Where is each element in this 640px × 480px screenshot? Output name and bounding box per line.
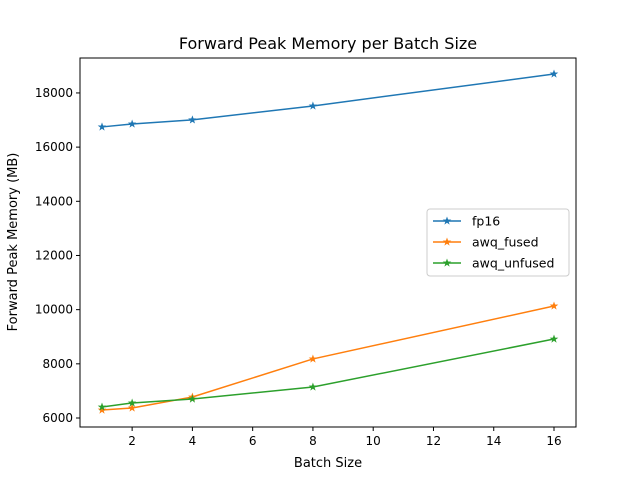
series-line-awq_unfused [101,338,555,408]
data-point-fp16 [549,69,559,78]
legend: fp16 awq_fused awq_unfused [426,208,570,277]
x-tick-label: 10 [366,434,381,448]
y-tick-label: 12000 [35,248,73,262]
data-point-awq_unfused [549,334,559,343]
legend-marker-star-icon [442,216,452,225]
data-point-fp16 [188,115,197,124]
x-tick-label: 12 [426,434,441,448]
data-point-fp16 [97,122,107,131]
legend-label: awq_unfused [472,256,554,271]
data-point-awq_unfused [97,402,107,411]
data-point-awq_unfused [188,394,197,403]
y-axis-label: Forward Peak Memory (MB) [6,153,21,332]
y-tick-label: 14000 [35,194,73,208]
legend-marker-star-icon [442,258,452,267]
x-tick-label: 2 [128,434,136,448]
x-tick-label: 8 [309,434,317,448]
y-tick-label: 8000 [42,357,73,371]
series-line-awq_fused [101,305,555,411]
x-axis-label: Batch Size [294,456,362,471]
legend-box [426,208,570,277]
data-point-fp16 [308,101,318,110]
data-point-awq_unfused [127,398,137,407]
y-tick-label: 18000 [35,86,73,100]
series-line-fp16 [101,73,555,128]
y-tick-label: 10000 [35,303,73,317]
y-tick-label: 16000 [35,140,73,154]
x-tick-label: 4 [189,434,197,448]
data-point-awq_fused [308,354,318,363]
data-point-awq_fused [97,405,107,414]
data-point-awq_fused [549,301,559,310]
x-tick-label: 6 [249,434,257,448]
data-point-awq_unfused [308,382,318,391]
x-tick-label: 14 [486,434,501,448]
x-tick-label: 16 [546,434,561,448]
legend-label: fp16 [472,214,500,229]
data-point-awq_fused [127,403,137,412]
y-tick-label: 6000 [42,411,73,425]
legend-label: awq_fused [472,235,539,250]
plot-frame [79,57,577,428]
chart-title: Forward Peak Memory per Batch Size [179,34,477,53]
data-point-fp16 [127,119,137,128]
legend-marker-star-icon [442,237,452,246]
